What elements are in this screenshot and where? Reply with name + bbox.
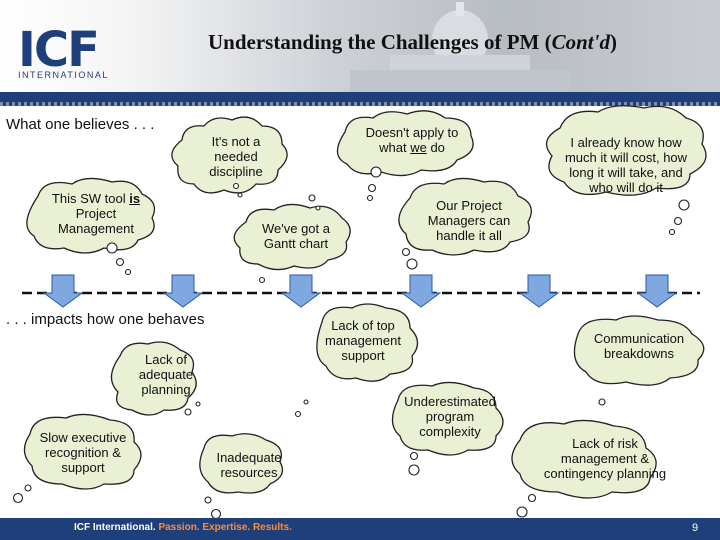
cloud-slow-exec <box>23 413 142 490</box>
cloud-comm <box>573 315 705 386</box>
cloud-underestimated <box>391 381 504 456</box>
logo-subtitle: INTERNATIONAL <box>18 70 109 80</box>
cloud-doesnt-apply <box>336 110 474 177</box>
header-rule-pattern <box>0 102 720 106</box>
icf-logo: ICF <box>18 22 100 78</box>
arrow-5 <box>518 274 560 308</box>
header-rule <box>0 92 720 102</box>
cloud-inadequate <box>199 433 284 494</box>
header-banner <box>0 0 720 92</box>
footer-bar <box>0 518 720 540</box>
page-number: 9 <box>692 522 699 534</box>
arrow-2 <box>162 274 204 308</box>
cloud-lack-top <box>316 303 419 382</box>
behaves-label: . . . impacts how one behaves <box>6 311 205 328</box>
cloud-gantt <box>233 203 351 271</box>
arrow-4 <box>400 274 442 308</box>
cloud-lack-planning <box>110 341 197 416</box>
cloud-doesnt-apply-text: Doesn't apply to what we do <box>365 125 459 155</box>
arrow-6 <box>636 274 678 308</box>
footer-company: ICF International. Passion. Expertise. R… <box>74 522 292 533</box>
cloud-sw-tool <box>26 177 156 254</box>
believes-label: What one believes . . . <box>6 116 155 133</box>
arrow-1 <box>42 274 84 308</box>
cloud-already-know <box>545 105 707 196</box>
arrow-3 <box>280 274 322 308</box>
capitol-image <box>350 2 570 92</box>
cloud-not-discipline <box>171 116 288 194</box>
page-title: Understanding the Challenges of PM (Cont… <box>208 30 617 54</box>
cloud-risk <box>511 419 657 499</box>
cloud-our-pms <box>398 177 532 256</box>
